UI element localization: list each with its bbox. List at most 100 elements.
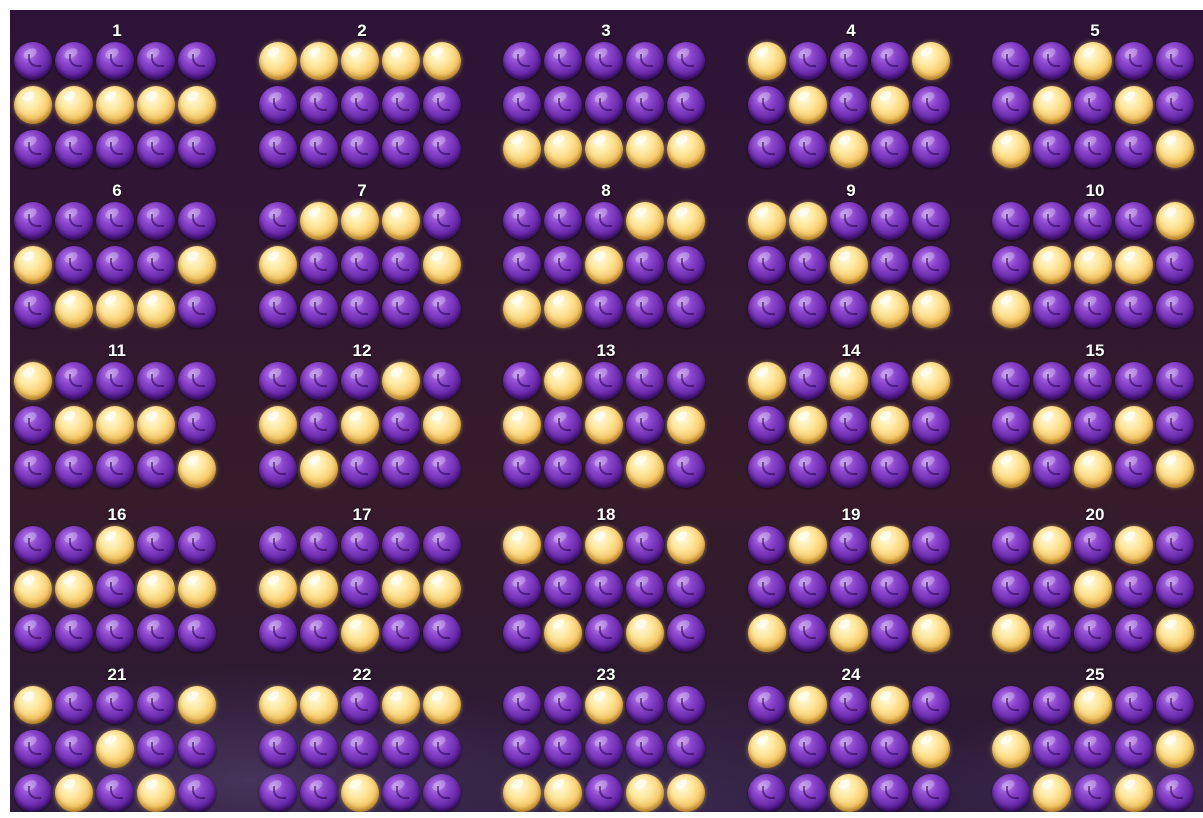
gold-orb-icon (1115, 246, 1153, 284)
purple-orb-icon (503, 86, 541, 124)
purple-orb-icon (626, 86, 664, 124)
purple-orb-icon (912, 450, 950, 488)
purple-orb-icon (55, 202, 93, 240)
purple-orb-icon (259, 774, 297, 812)
payline-grid (14, 526, 220, 652)
gold-orb-icon (912, 362, 950, 400)
purple-orb-icon (830, 526, 868, 564)
purple-orb-icon (137, 614, 175, 652)
payline-21: 21 (10, 664, 224, 812)
gold-orb-icon (748, 362, 786, 400)
purple-orb-icon (382, 730, 420, 768)
purple-orb-icon (667, 290, 705, 328)
gold-orb-icon (96, 730, 134, 768)
gold-orb-icon (259, 570, 297, 608)
purple-orb-icon (423, 202, 461, 240)
purple-orb-icon (1156, 774, 1194, 812)
purple-orb-icon (871, 246, 909, 284)
gold-orb-icon (300, 202, 338, 240)
payline-9: 9 (744, 180, 958, 340)
gold-orb-icon (137, 774, 175, 812)
gold-orb-icon (55, 406, 93, 444)
purple-orb-icon (259, 362, 297, 400)
gold-orb-icon (55, 774, 93, 812)
gold-orb-icon (585, 246, 623, 284)
purple-orb-icon (137, 450, 175, 488)
gold-orb-icon (871, 406, 909, 444)
payline-23: 23 (499, 664, 713, 812)
payline-19: 19 (744, 504, 958, 664)
purple-orb-icon (423, 130, 461, 168)
payline-14: 14 (744, 340, 958, 500)
purple-orb-icon (55, 362, 93, 400)
purple-orb-icon (992, 246, 1030, 284)
purple-orb-icon (748, 130, 786, 168)
payline-grid (14, 686, 220, 812)
purple-orb-icon (259, 202, 297, 240)
purple-orb-icon (259, 290, 297, 328)
purple-orb-icon (341, 686, 379, 724)
payline-18: 18 (499, 504, 713, 664)
purple-orb-icon (789, 450, 827, 488)
payline-number: 13 (499, 340, 713, 362)
payline-number: 11 (10, 340, 224, 362)
purple-orb-icon (585, 202, 623, 240)
purple-orb-icon (789, 290, 827, 328)
purple-orb-icon (992, 526, 1030, 564)
purple-orb-icon (626, 42, 664, 80)
gold-orb-icon (423, 570, 461, 608)
purple-orb-icon (1115, 130, 1153, 168)
purple-orb-icon (341, 450, 379, 488)
purple-orb-icon (748, 686, 786, 724)
purple-orb-icon (1074, 362, 1112, 400)
purple-orb-icon (341, 86, 379, 124)
purple-orb-icon (912, 202, 950, 240)
gold-orb-icon (300, 570, 338, 608)
gold-orb-icon (748, 614, 786, 652)
purple-orb-icon (871, 130, 909, 168)
gold-orb-icon (341, 42, 379, 80)
gold-orb-icon (300, 450, 338, 488)
payline-2: 2 (255, 20, 469, 180)
purple-orb-icon (626, 362, 664, 400)
purple-orb-icon (544, 450, 582, 488)
gold-orb-icon (585, 526, 623, 564)
purple-orb-icon (626, 686, 664, 724)
gold-orb-icon (544, 774, 582, 812)
gold-orb-icon (789, 86, 827, 124)
purple-orb-icon (300, 130, 338, 168)
payline-number: 8 (499, 180, 713, 202)
payline-number: 24 (744, 664, 958, 686)
purple-orb-icon (14, 614, 52, 652)
payline-number: 2 (255, 20, 469, 42)
purple-orb-icon (626, 570, 664, 608)
payline-4: 4 (744, 20, 958, 180)
gold-orb-icon (1156, 130, 1194, 168)
gold-orb-icon (300, 686, 338, 724)
purple-orb-icon (178, 130, 216, 168)
payline-grid (748, 42, 954, 168)
purple-orb-icon (382, 614, 420, 652)
purple-orb-icon (912, 686, 950, 724)
purple-orb-icon (14, 42, 52, 80)
purple-orb-icon (585, 774, 623, 812)
purple-orb-icon (871, 42, 909, 80)
purple-orb-icon (912, 570, 950, 608)
purple-orb-icon (830, 406, 868, 444)
gold-orb-icon (423, 686, 461, 724)
purple-orb-icon (1115, 730, 1153, 768)
purple-orb-icon (748, 86, 786, 124)
purple-orb-icon (137, 730, 175, 768)
purple-orb-icon (585, 362, 623, 400)
purple-orb-icon (300, 526, 338, 564)
gold-orb-icon (1156, 614, 1194, 652)
payline-22: 22 (255, 664, 469, 812)
purple-orb-icon (789, 730, 827, 768)
payline-number: 23 (499, 664, 713, 686)
purple-orb-icon (382, 450, 420, 488)
payline-number: 22 (255, 664, 469, 686)
gold-orb-icon (1074, 42, 1112, 80)
payline-1: 1 (10, 20, 224, 180)
payline-number: 6 (10, 180, 224, 202)
purple-orb-icon (789, 570, 827, 608)
